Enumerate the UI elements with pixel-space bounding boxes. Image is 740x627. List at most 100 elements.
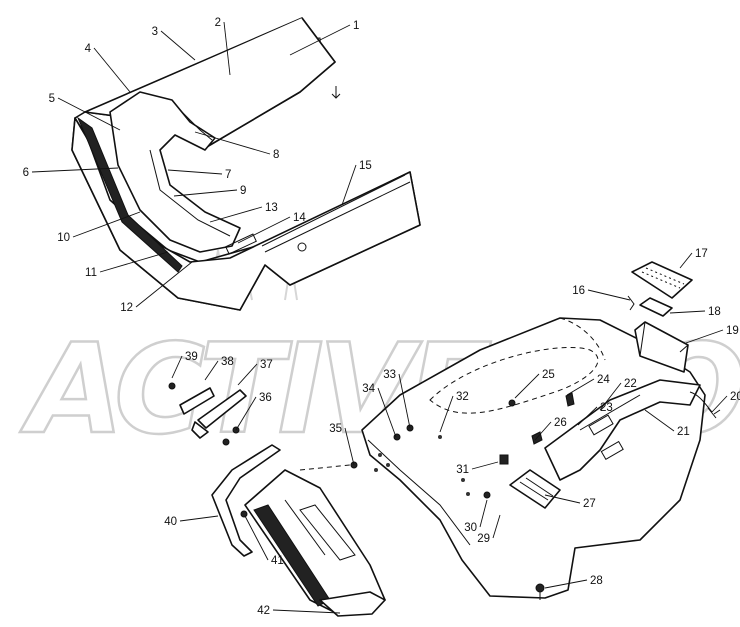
- hole: [374, 468, 378, 472]
- leader-line-15: [341, 164, 357, 206]
- console-ridge: [149, 149, 231, 237]
- leader-line-37: [237, 363, 258, 386]
- windshield-edge-inner: [264, 181, 411, 253]
- bumper-crease: [284, 499, 326, 556]
- callout-35: 35: [329, 423, 342, 435]
- leader-line-17: [679, 252, 693, 269]
- callout-40: 40: [164, 516, 177, 528]
- leader-line-21: [644, 409, 675, 432]
- screw-30: [483, 491, 491, 499]
- leader-line-20: [711, 395, 728, 413]
- callout-25: 25: [542, 369, 555, 381]
- hole: [386, 463, 390, 467]
- leader-line-23: [577, 406, 598, 426]
- align-line: [299, 464, 351, 471]
- callout-18: 18: [708, 306, 721, 318]
- leader-line-2: [223, 21, 231, 76]
- leader-line-41: [244, 515, 269, 561]
- clip-16: [627, 295, 635, 311]
- leader-line-24: [566, 378, 595, 396]
- decal-14: [225, 233, 257, 255]
- callout-16: 16: [572, 285, 585, 297]
- leader-line-6: [31, 167, 119, 173]
- callout-11: 11: [85, 267, 97, 279]
- arrow-mark: [331, 86, 341, 99]
- callout-4: 4: [85, 43, 92, 55]
- leader-line-25: [514, 373, 540, 399]
- leader-line-36: [235, 396, 257, 431]
- hood-assembly: [71, 17, 421, 311]
- leader-line-26: [534, 421, 552, 441]
- screw-41: [240, 510, 248, 518]
- leader-line-10: [72, 211, 141, 238]
- hole: [461, 478, 465, 482]
- callout-38: 38: [221, 356, 234, 368]
- callout-7: 7: [225, 169, 231, 181]
- belly-pan-assembly: [299, 261, 721, 600]
- hole: [466, 492, 470, 496]
- leader-line-11: [99, 251, 169, 273]
- leader-line-38: [204, 360, 219, 381]
- callout-9: 9: [240, 185, 246, 197]
- callout-2: 2: [215, 17, 221, 29]
- bracket-37: [191, 421, 209, 439]
- callout-33: 33: [383, 369, 396, 381]
- leader-line-12: [135, 261, 193, 308]
- leader-line-1: [289, 24, 351, 56]
- callout-22: 22: [624, 378, 637, 390]
- callout-1: 1: [353, 20, 359, 32]
- bumper-tip: [319, 591, 386, 617]
- plate-37: [197, 389, 247, 429]
- callout-27: 27: [583, 498, 596, 510]
- screw-31: [499, 454, 509, 465]
- leader-line-34: [377, 387, 397, 438]
- leader-line-22: [599, 382, 622, 411]
- callout-24: 24: [597, 374, 610, 386]
- callout-3: 3: [152, 26, 158, 38]
- cover-vents: [641, 267, 685, 289]
- vent-27-slots: [519, 477, 554, 501]
- callout-31: 31: [456, 464, 469, 476]
- vent-27: [509, 469, 561, 509]
- leader-line-28: [544, 579, 588, 589]
- console-ridge-upper: [179, 109, 213, 141]
- callout-20: 20: [730, 391, 740, 403]
- decal-23: [600, 440, 624, 461]
- hidden-tank-outline: [429, 347, 599, 414]
- console-bracket: [544, 379, 701, 481]
- leader-line-7: [167, 169, 223, 175]
- headlight-hole: [297, 242, 307, 252]
- bracket-edge: [579, 394, 641, 431]
- leader-line-33: [398, 373, 411, 429]
- leader-line-4: [93, 47, 131, 93]
- screw-25: [508, 399, 516, 407]
- callout-17: 17: [695, 248, 708, 260]
- leader-line-18: [669, 310, 706, 314]
- callout-29: 29: [477, 533, 490, 545]
- leader-line-3: [160, 30, 196, 61]
- callout-14: 14: [293, 212, 306, 224]
- callout-28: 28: [590, 575, 603, 587]
- hole: [438, 435, 442, 439]
- leader-line-9: [173, 189, 238, 197]
- callout-36: 36: [259, 392, 272, 404]
- callout-6: 6: [23, 167, 29, 179]
- callout-26: 26: [554, 417, 567, 429]
- leader-line-40: [179, 515, 219, 522]
- callout-42: 42: [257, 605, 270, 617]
- cable-20: [689, 391, 721, 419]
- leader-line-13: [209, 206, 263, 223]
- switch-housing: [634, 321, 689, 373]
- front-trim-assembly: [168, 382, 386, 617]
- callout-10: 10: [57, 232, 70, 244]
- callout-23: 23: [600, 402, 613, 414]
- screw-24: [565, 392, 575, 407]
- leader-line-35: [344, 427, 355, 466]
- bumper-recess: [299, 504, 356, 561]
- callout-13: 13: [265, 202, 278, 214]
- decal-22: [588, 414, 614, 436]
- leader-line-8: [194, 131, 271, 155]
- callout-41: 41: [271, 555, 284, 567]
